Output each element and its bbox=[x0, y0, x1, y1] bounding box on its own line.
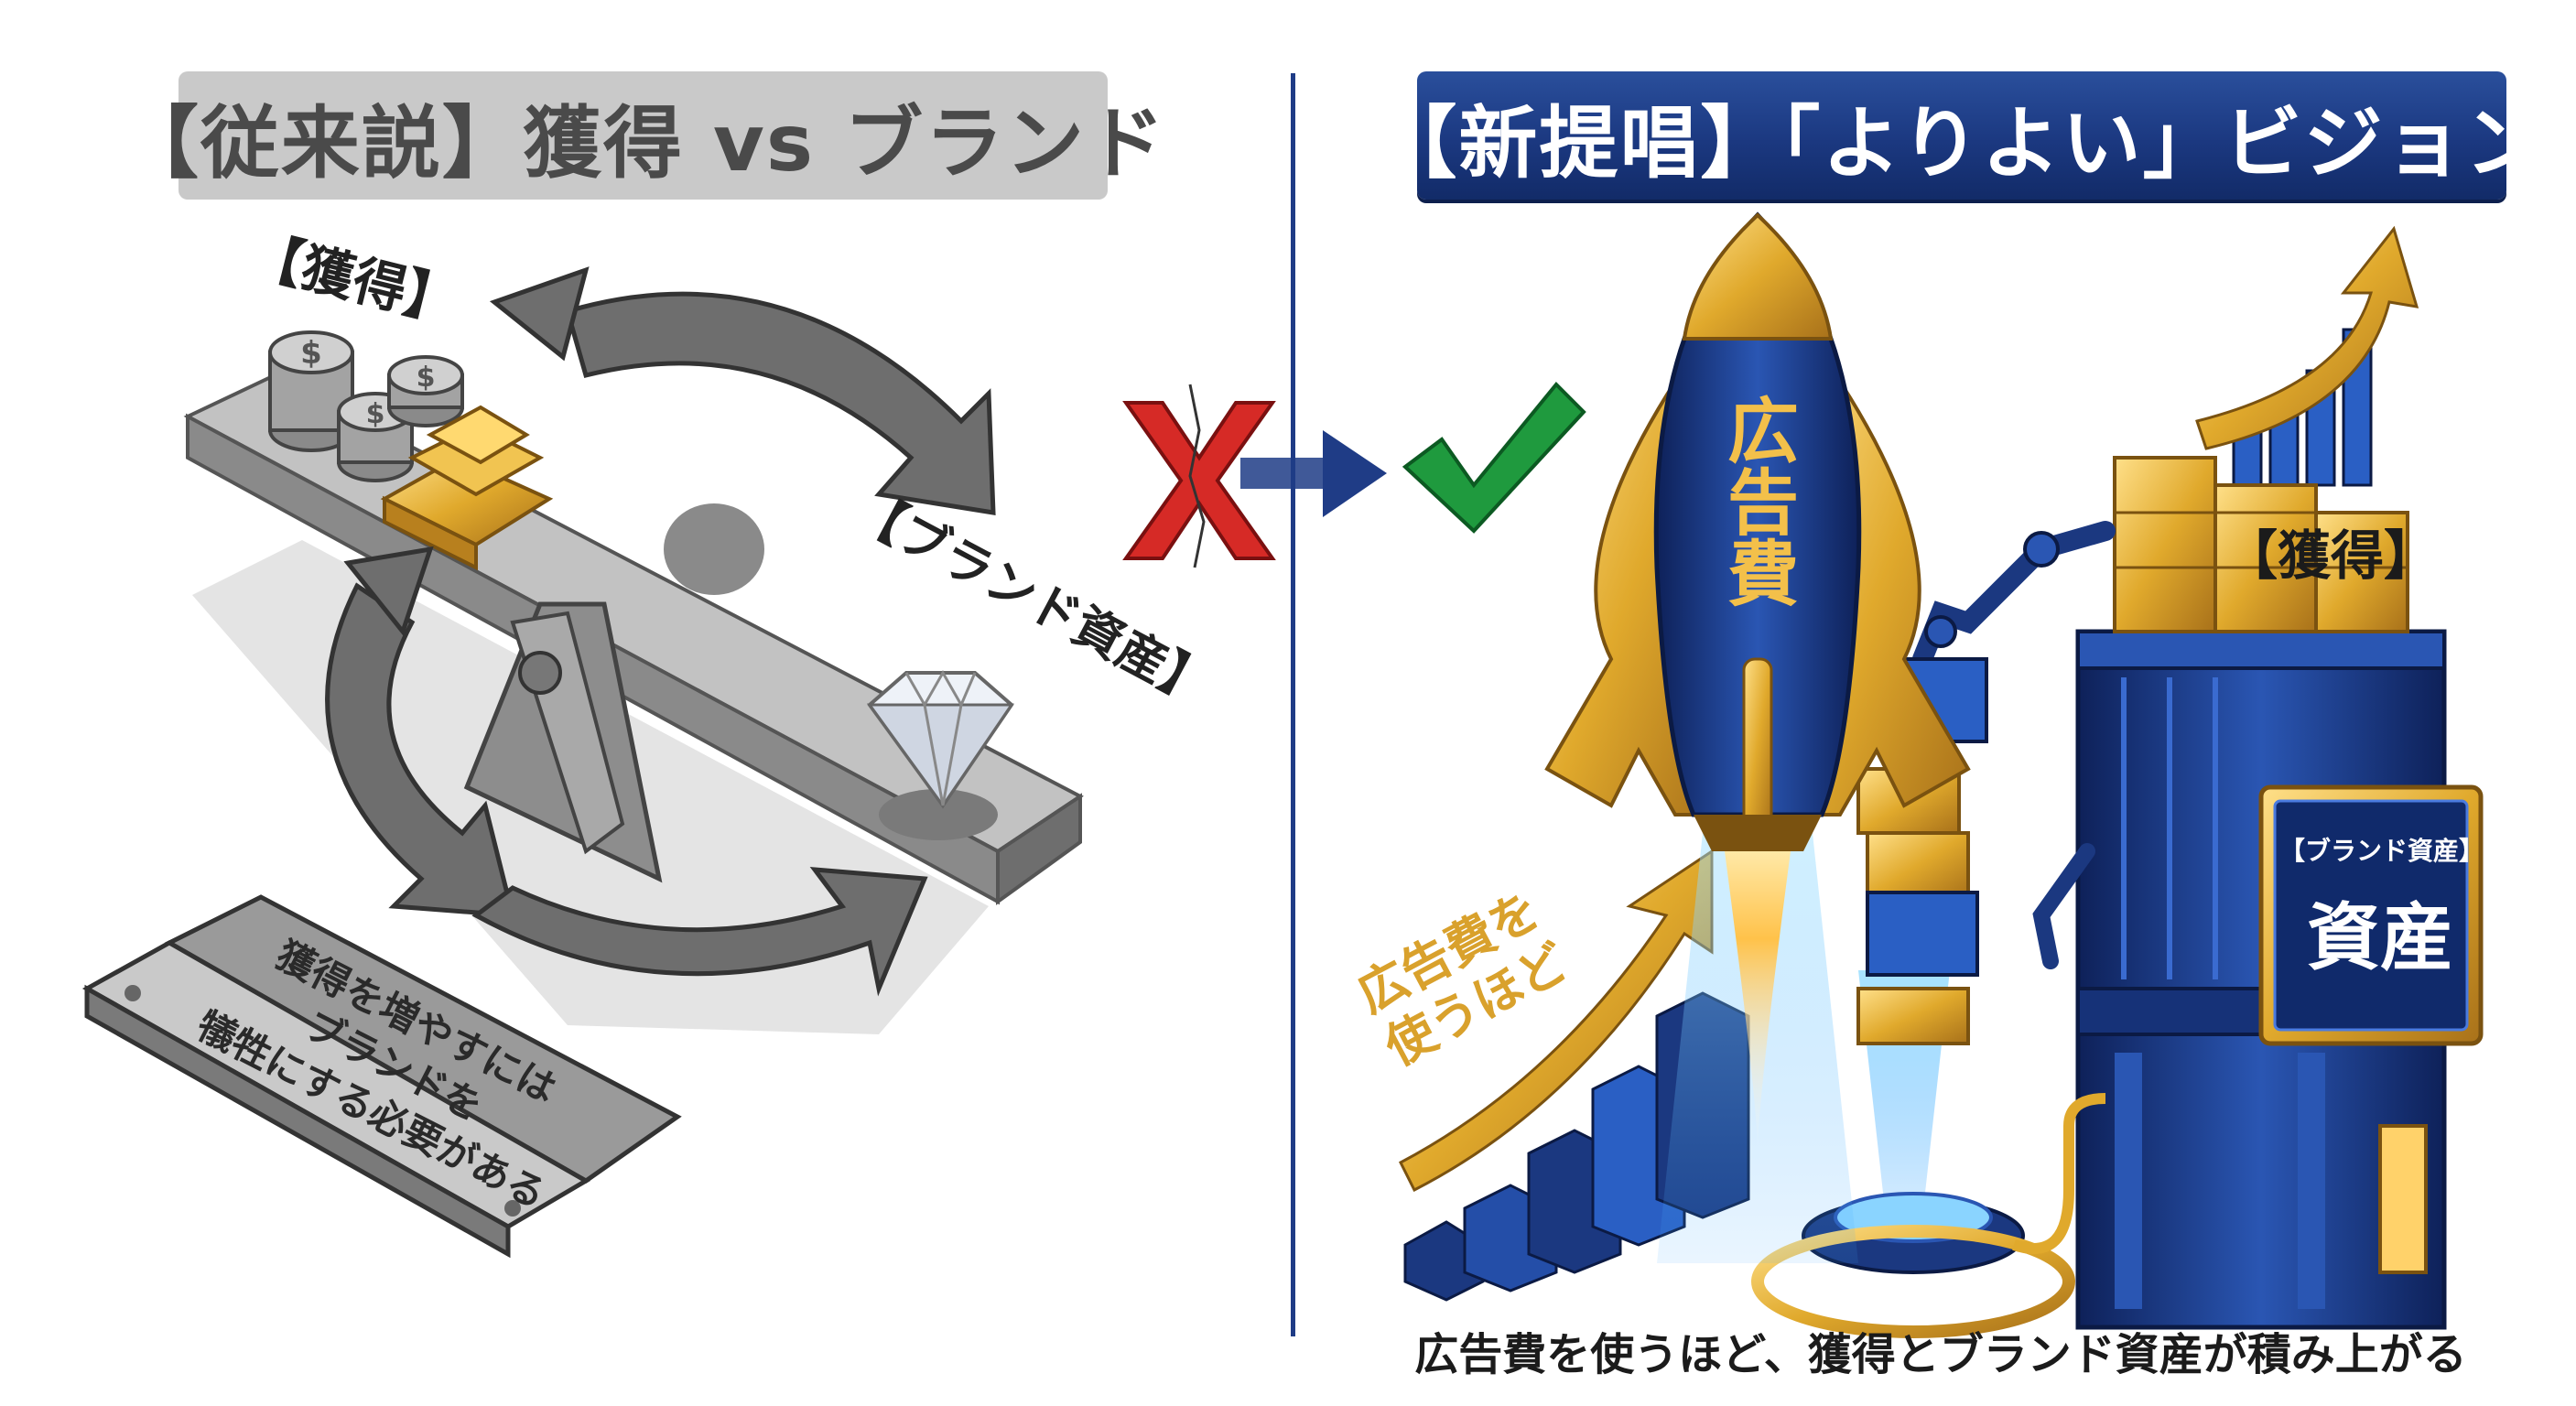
conveyor-blocks bbox=[1751, 657, 2106, 1338]
coin-stack-icon: $ $ $ bbox=[268, 330, 464, 482]
old-theory-title: 【従来説】獲得 vs ブランド bbox=[120, 71, 1164, 200]
rocket-icon bbox=[1544, 211, 1971, 851]
cycle-arrows bbox=[325, 266, 996, 997]
arrow-curved-icon bbox=[325, 582, 516, 918]
rocket-flame bbox=[1657, 824, 1858, 1263]
tower-growth-chart-icon bbox=[2195, 225, 2419, 487]
svg-text:$: $ bbox=[417, 362, 436, 394]
new-vision-title: 【新提唱】「よりよい」ビジョン bbox=[1378, 71, 2544, 200]
arrow-curved-icon bbox=[471, 867, 928, 997]
brand-sign-large-label: 資産 bbox=[2307, 895, 2453, 980]
bottom-caption: 広告費を使うほど、獲得とブランド資産が積み上がる bbox=[1414, 1329, 2467, 1380]
svg-text:$: $ bbox=[300, 335, 322, 372]
arrow-curved-icon bbox=[564, 291, 996, 515]
arrow-head-icon bbox=[489, 266, 590, 362]
rocket-label: 広告費 bbox=[1716, 394, 1798, 608]
check-icon bbox=[1402, 382, 1586, 534]
svg-text:$: $ bbox=[366, 398, 385, 430]
arrow-head-icon bbox=[343, 546, 434, 637]
gold-stack-icon bbox=[2113, 456, 2409, 633]
diamond-icon bbox=[867, 669, 1014, 840]
seesaw-scene: $ $ $ bbox=[81, 266, 1084, 1259]
robot-arm-icon bbox=[1912, 521, 2116, 969]
right-arrow-icon bbox=[1240, 430, 1387, 517]
plaque bbox=[81, 894, 682, 1259]
brand-asset-sign bbox=[2258, 784, 2484, 1046]
center-divider bbox=[1291, 73, 1295, 1336]
brand-sign-small-label: 【ブランド資産】 bbox=[2279, 836, 2485, 866]
cross-icon bbox=[1122, 384, 1276, 568]
acquisition-label-new: 【獲得】 bbox=[2224, 525, 2438, 587]
gold-bars-icon bbox=[380, 405, 554, 571]
